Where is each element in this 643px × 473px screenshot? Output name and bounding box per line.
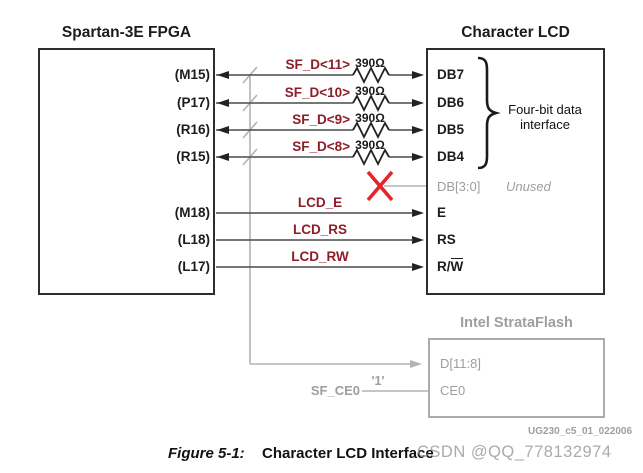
lcd-pin-db7: DB7 [437,67,465,82]
unused-note: Unused [506,179,551,194]
figure-caption: Character LCD Interface [262,445,434,462]
signal-lcd-rs: LCD_RS [292,222,347,237]
rw-prefix: R/ [437,259,451,274]
doc-reference: UG230_c5_01_022006 [528,426,632,437]
brace-icon [477,56,501,170]
watermark: CSDN @QQ_778132974 [417,443,612,461]
fpga-pin-r15: (R15) [176,149,210,164]
fpga-box [38,48,215,295]
four-bit-note: Four-bit data interface [492,102,598,132]
lcd-pin-rs: RS [437,232,456,247]
lcd-pin-db30: DB[3:0] [437,179,481,194]
fpga-pin-l18: (L18) [177,232,210,247]
lcd-pin-db4: DB4 [437,149,465,164]
figure-number: Figure 5-1: [168,445,245,462]
data-wires [216,74,414,158]
resistor-icon [352,65,390,167]
signal-lcd-rw: LCD_RW [291,249,349,264]
resistor-value: 390Ω [355,111,385,125]
fpga-pin-p17: (P17) [176,95,210,110]
signal-sf-ce0: SF_CE0 [310,383,360,398]
resistor-value: 390Ω [355,84,385,98]
flash-pin-d118: D[11:8] [440,356,481,371]
resistor-value: 390Ω [355,138,385,152]
lcd-pin-rw: R/W [437,258,464,275]
ce0-tie-value: '1' [371,374,385,388]
fpga-pin-m18: (M18) [174,205,210,220]
resistor-value: 390Ω [355,56,385,70]
control-wires [216,212,413,268]
signal-sf-d10: SF_D<10> [284,85,350,100]
strataflash-box [428,338,605,418]
not-connected-x-icon [366,170,394,202]
rw-overlined-w: W [450,258,464,274]
arrowhead-icon [217,71,424,271]
fpga-pin-r16: (R16) [176,122,210,137]
lcd-pin-e: E [437,205,447,220]
four-bit-note-line1: Four-bit data [508,102,582,117]
lcd-pin-db5: DB5 [437,122,465,137]
signal-sf-d9: SF_D<9> [292,112,350,127]
lcd-box [426,48,605,295]
lcd-pin-db6: DB6 [437,95,465,110]
strataflash-title: Intel StrataFlash [460,315,573,331]
fpga-pin-m15: (M15) [174,67,210,82]
fpga-title: Spartan-3E FPGA [61,24,192,41]
signal-lcd-e: LCD_E [297,195,343,210]
signal-sf-d11: SF_D<11> [285,57,350,72]
fpga-pin-l17: (L17) [177,259,210,274]
gray-arrowhead-icon [410,360,422,368]
signal-sf-d8: SF_D<8> [292,139,350,154]
four-bit-note-line2: interface [520,117,570,132]
flash-pin-ce0: CE0 [440,383,466,398]
lcd-title: Character LCD [461,24,570,41]
